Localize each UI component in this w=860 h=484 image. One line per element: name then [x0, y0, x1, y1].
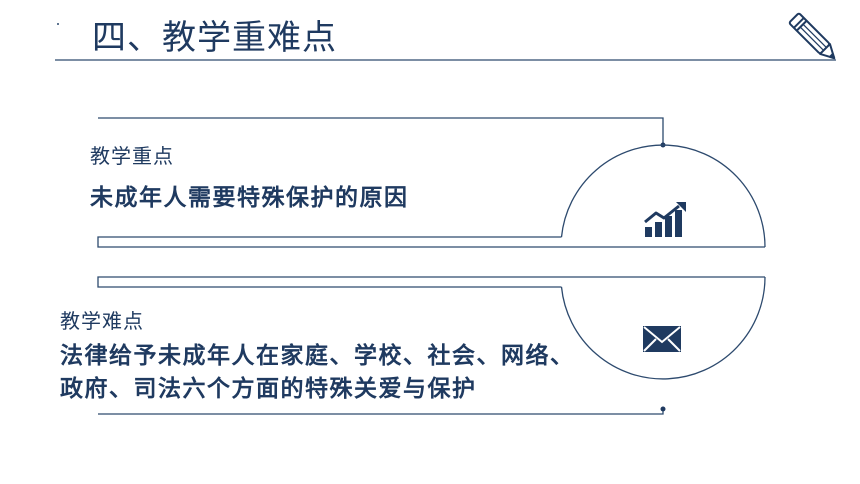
bottom-connector-dot	[660, 406, 666, 412]
lower-band	[97, 276, 765, 288]
upper-band	[97, 236, 765, 248]
slide-title: 四、教学重难点	[92, 18, 337, 58]
pencil-icon	[788, 12, 836, 60]
difficult-point-content-line-2: 政府、司法六个方面的特殊关爱与保护	[60, 376, 477, 402]
key-point-label: 教学重点	[90, 144, 174, 168]
key-point-content: 未成年人需要特殊保护的原因	[90, 185, 409, 211]
corner-mark	[57, 23, 59, 25]
envelope-icon	[643, 326, 681, 352]
difficult-point-label: 教学难点	[60, 309, 144, 333]
upper-arc	[560, 144, 766, 248]
difficult-point-content-line-1: 法律给予未成年人在家庭、学校、社会、网络、	[60, 343, 575, 369]
top-connector-line	[98, 117, 664, 145]
bottom-connector-line	[98, 409, 664, 415]
lower-arc	[560, 276, 766, 380]
growth-chart-icon	[644, 202, 686, 237]
